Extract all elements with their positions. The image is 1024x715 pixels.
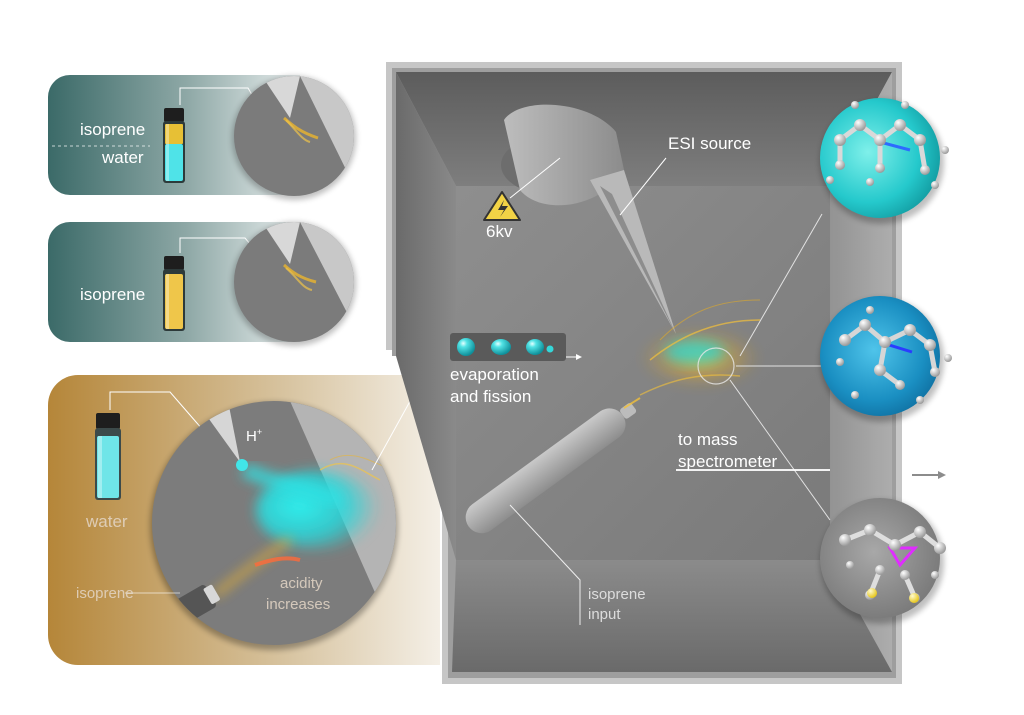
mass-spec-outlet (676, 469, 946, 479)
label-isoprene-bottom: isoprene (76, 585, 134, 602)
molecule-circle-bottom (820, 498, 946, 624)
vial-water-isoprene (163, 108, 185, 183)
chamber-top-wall (396, 72, 892, 186)
esi-source (501, 104, 676, 334)
isoprene-input-tube (465, 397, 641, 534)
high-voltage-icon (483, 191, 521, 221)
molecule-circle-middle (820, 296, 952, 422)
spray-plume (639, 299, 761, 396)
zoom-circle-middle (232, 222, 356, 346)
label-isoprene-top: isoprene (80, 120, 146, 139)
label-voltage: 6kv (486, 222, 513, 241)
proton-charge: + (256, 427, 263, 437)
label-water-bottom: water (86, 512, 128, 531)
label-spectrometer: spectrometer (678, 452, 778, 471)
label-isoprene-input-1: isoprene (588, 586, 646, 603)
label-acidity: acidity (280, 575, 323, 592)
vial-isoprene (163, 256, 185, 331)
chamber-floor (452, 560, 892, 672)
proton-symbol: H (246, 428, 257, 445)
droplet-legend (450, 333, 582, 361)
label-to-mass: to mass (678, 430, 738, 449)
zoom-circle-top (232, 76, 356, 200)
vial-water (95, 413, 121, 500)
label-proton: H+ (246, 427, 262, 445)
label-increases: increases (266, 596, 331, 613)
label-fission: and fission (450, 387, 532, 406)
label-isoprene-input-2: input (588, 606, 621, 623)
label-esi-source: ESI source (668, 134, 752, 153)
label-evaporation: evaporation (450, 365, 539, 384)
label-isoprene-middle: isoprene (80, 285, 146, 304)
label-water-top: water (102, 148, 144, 167)
zoom-circle-bottom (150, 401, 398, 650)
molecule-circle-top (820, 98, 949, 224)
chamber-left-wall (396, 72, 456, 560)
